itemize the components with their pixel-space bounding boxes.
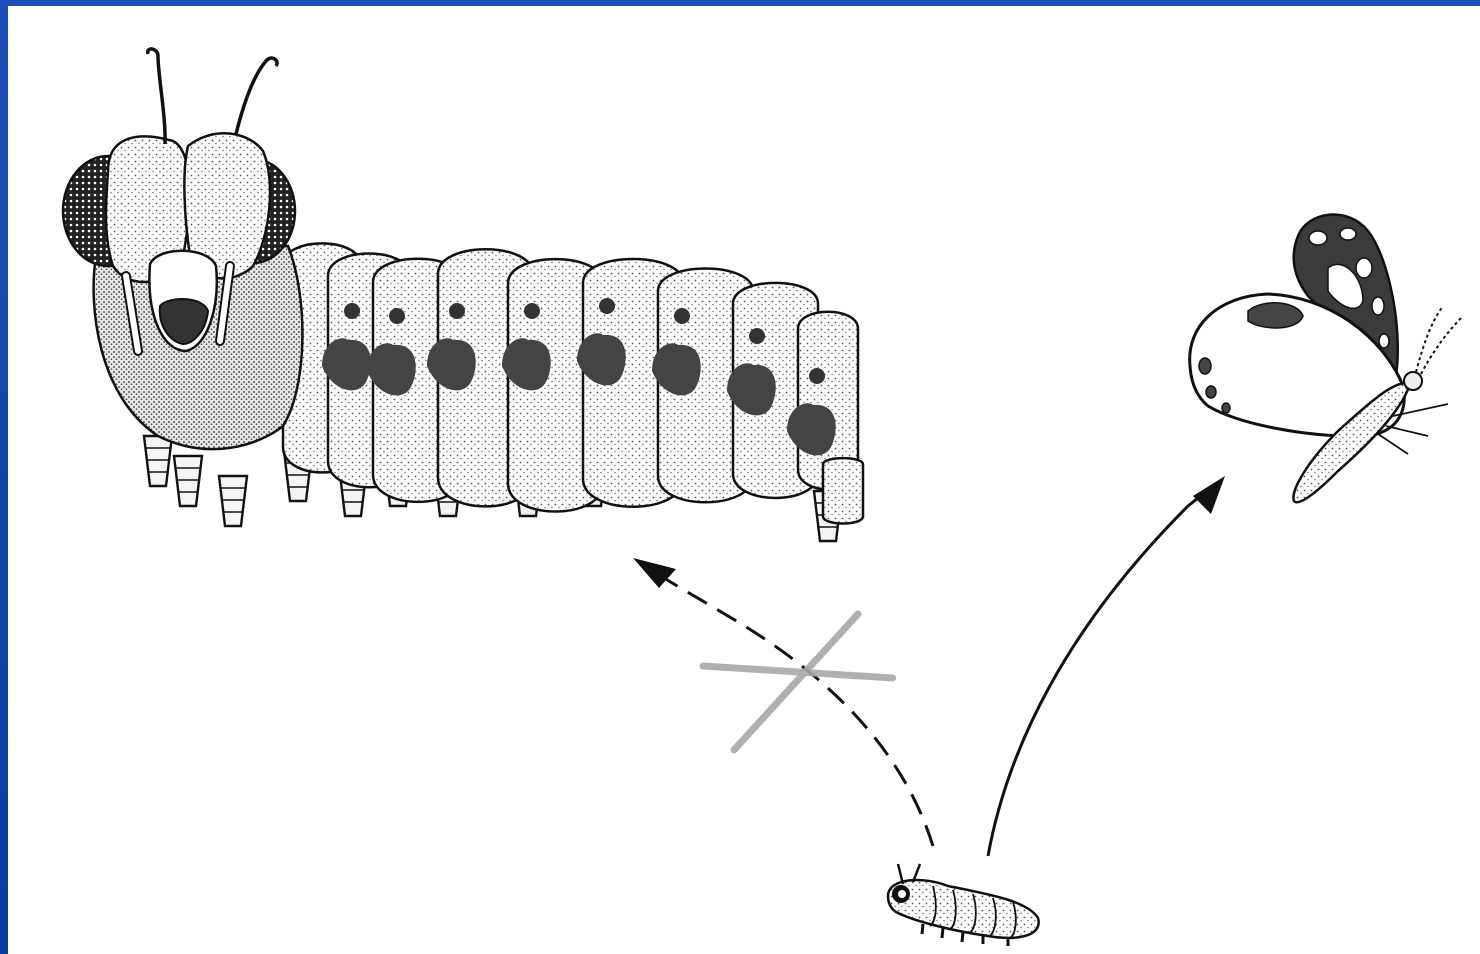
body-segment xyxy=(823,458,863,523)
arrowhead-icon xyxy=(1193,476,1225,514)
proleg xyxy=(174,456,202,506)
cross-icon xyxy=(703,614,893,751)
dorsal-spot xyxy=(344,303,360,319)
dorsal-spot xyxy=(809,368,825,384)
small-larva-illustration xyxy=(888,864,1039,946)
proleg xyxy=(144,436,172,486)
lifecycle-diagram xyxy=(8,6,1480,954)
caterpillar-head xyxy=(63,49,302,449)
large-caterpillar-illustration xyxy=(63,49,863,541)
diagram-canvas xyxy=(8,6,1480,954)
proleg xyxy=(219,476,247,526)
arrowhead-icon xyxy=(633,558,676,588)
edge-larva-to-butterfly xyxy=(988,476,1225,856)
dorsal-spot xyxy=(599,298,615,314)
dorsal-spot xyxy=(674,308,690,324)
dorsal-spot xyxy=(524,303,540,319)
butterfly-illustration xyxy=(1190,215,1463,503)
dorsal-spot xyxy=(389,308,405,324)
dorsal-spot xyxy=(449,303,465,319)
edge-larva-to-caterpillar xyxy=(633,558,933,846)
dorsal-spot xyxy=(749,328,765,344)
